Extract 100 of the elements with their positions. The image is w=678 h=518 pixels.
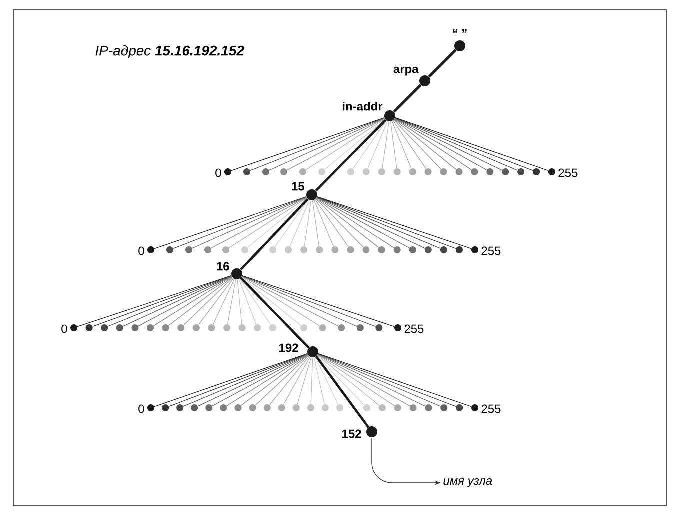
leaf-dot (204, 246, 212, 254)
leaf-dot (254, 324, 262, 332)
leaf-dot (242, 246, 248, 254)
branch-line (394, 119, 457, 170)
leaf-dot (347, 246, 354, 254)
leaf-dot (394, 246, 401, 254)
leaf-dot (278, 404, 286, 412)
branch-line (274, 199, 310, 248)
branch-line (382, 121, 390, 169)
leaf-dot (348, 168, 354, 176)
branch-line (316, 198, 380, 248)
node-label: 0 (62, 324, 68, 334)
node-label: “ ” (453, 30, 467, 33)
node-label: 0 (216, 168, 222, 178)
leaf-dot (378, 404, 386, 412)
branch-line (314, 200, 334, 247)
branch-line (290, 200, 310, 247)
branch-line (315, 356, 370, 428)
leaf-dot (336, 404, 344, 412)
node-label: 0 (138, 404, 144, 414)
leaf-dot (338, 324, 346, 332)
branch-line (304, 200, 312, 247)
node-label: in-addr (342, 102, 383, 111)
host-label: имя узла (444, 478, 492, 488)
leaf-dot (206, 404, 213, 412)
leaf-dot (319, 324, 326, 332)
leaf-dot (186, 246, 192, 254)
leaf-dot (322, 404, 329, 412)
branch-line (238, 278, 257, 325)
leaf-dot (178, 324, 185, 332)
branch-line (153, 276, 233, 326)
leaf-dot (238, 324, 246, 332)
leaf-dot (280, 168, 288, 176)
branch-line (393, 84, 422, 113)
leaf-dot (147, 324, 154, 332)
leaf-dot (224, 324, 230, 332)
branch-line (297, 357, 312, 405)
leaf-dot (362, 168, 370, 176)
leaf-dot (316, 246, 324, 254)
leaf-dot (270, 246, 276, 254)
branch-line (368, 120, 388, 169)
leaf-dot (300, 246, 308, 254)
leaf-dot (378, 168, 386, 176)
branch-line (248, 198, 308, 248)
branch-line (312, 200, 320, 247)
leaf-dot (440, 404, 448, 412)
leaf-dot (132, 324, 139, 332)
leaf-dot (502, 168, 510, 176)
branch-line (198, 278, 234, 326)
leaf-dot (162, 324, 170, 332)
leaf-dot (307, 404, 314, 412)
leaf-dot (162, 404, 170, 412)
node-label: 255 (482, 246, 501, 256)
branch-line (316, 356, 365, 406)
leaf-dot (440, 168, 448, 176)
leaf-dot (262, 168, 270, 176)
leaf-dot (222, 246, 230, 254)
leaf-dot (394, 168, 401, 176)
node-label: 16 (217, 262, 230, 271)
branch-line (314, 357, 326, 405)
node-label: 192 (280, 344, 298, 352)
leaf-dot (410, 404, 417, 412)
leaf-dot (300, 168, 306, 176)
branch-line (240, 278, 272, 326)
branch-line (226, 354, 309, 406)
branch-line (316, 198, 364, 248)
leaf-dot (471, 168, 478, 176)
leaf-dot (332, 246, 339, 254)
leaf-dot (269, 324, 276, 332)
branch-line (394, 120, 442, 170)
branch-line (392, 120, 412, 169)
leaf-dot (356, 324, 364, 332)
leaf-dot (300, 324, 308, 332)
branch-line (228, 198, 308, 248)
branch-line (317, 354, 396, 406)
branch-line (242, 276, 339, 327)
leaf-dot (456, 168, 463, 176)
leaf-dot (292, 404, 300, 412)
leaf-dot (318, 168, 326, 176)
leaf-dot (176, 404, 184, 412)
node-label: 15 (292, 182, 304, 191)
leaf-dot (264, 404, 271, 412)
node-label: 152 (342, 430, 362, 438)
branch-line (237, 279, 242, 325)
branch-line (428, 49, 457, 78)
address-label: IP-адрес 15.16.192.152 (96, 45, 244, 59)
branch-line (315, 119, 387, 192)
node-label: arpa (394, 66, 419, 76)
leaf-dot (456, 404, 464, 412)
branch-line (210, 197, 308, 249)
leaf-dot (425, 404, 432, 412)
node-label: 255 (558, 168, 578, 178)
branch-line (315, 356, 339, 406)
leaf-dot (220, 404, 228, 412)
branch-line (316, 198, 395, 248)
branch-line (394, 118, 472, 170)
node-label: 0 (138, 246, 144, 256)
leaf-dot (364, 404, 370, 412)
leaf-dot (394, 404, 402, 412)
leaf-dot (378, 246, 386, 254)
